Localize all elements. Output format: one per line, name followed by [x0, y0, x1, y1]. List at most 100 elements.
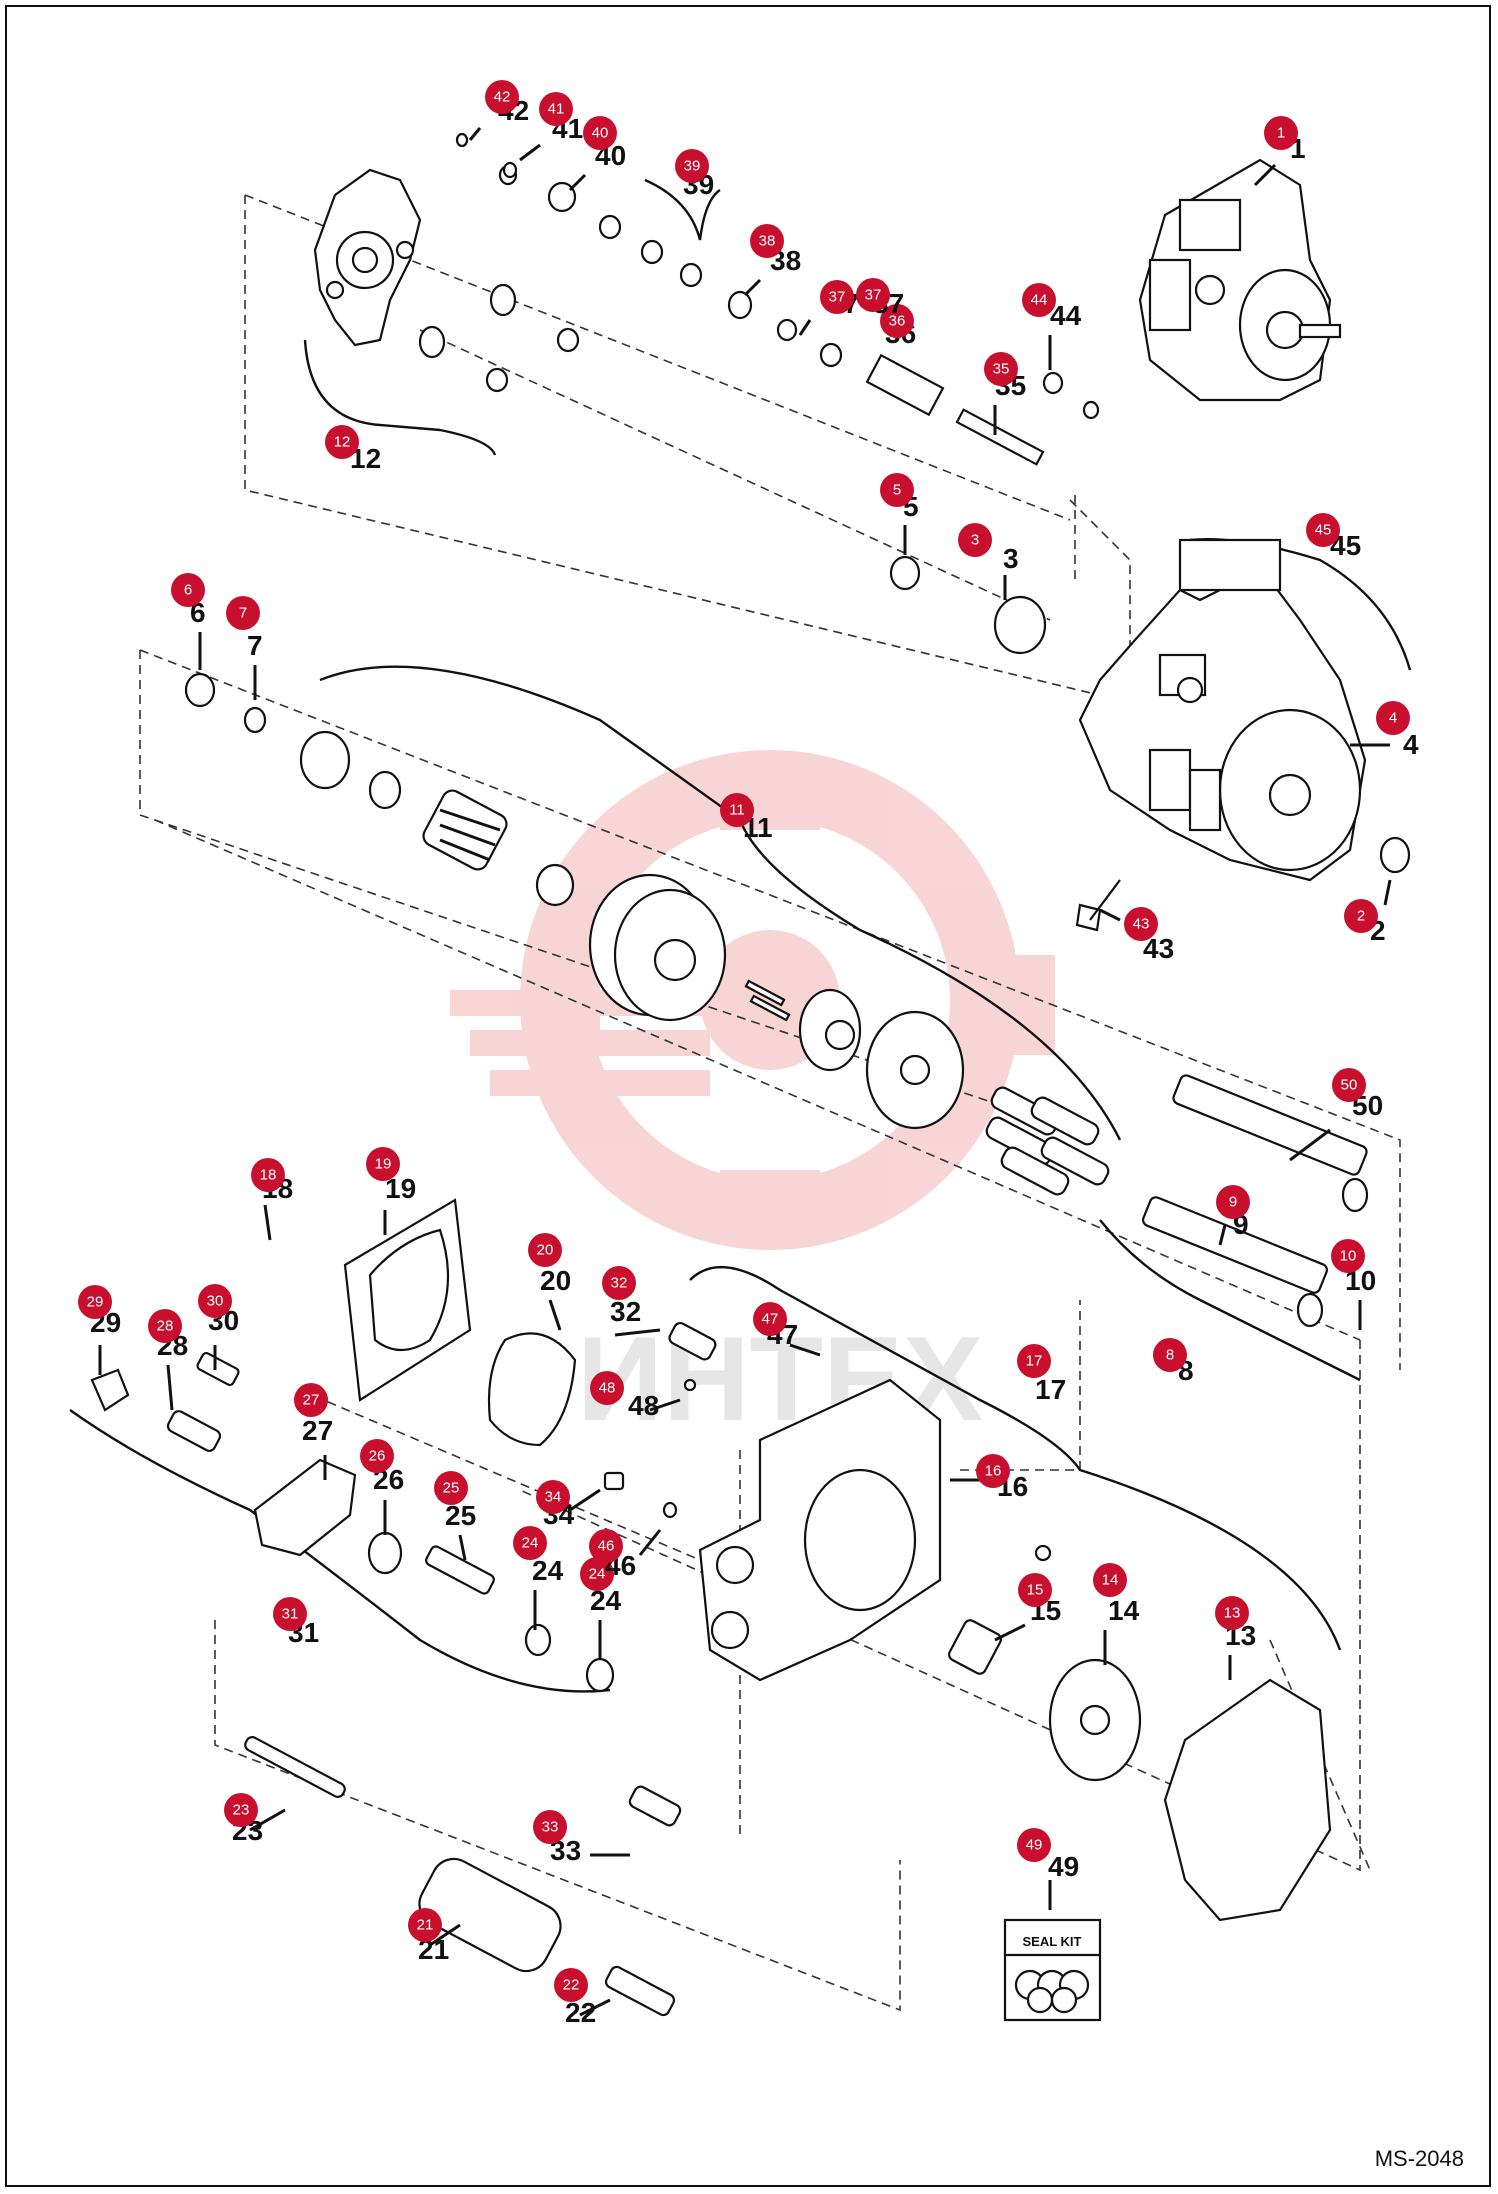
callout-badge-50[interactable] — [1332, 1068, 1366, 1102]
bearing — [948, 1619, 1002, 1675]
callout-badge-36[interactable] — [880, 304, 914, 338]
callout-badge-19[interactable] — [366, 1147, 400, 1181]
callout-badge-24[interactable] — [580, 1557, 614, 1591]
callout-badge-9[interactable] — [1216, 1185, 1250, 1219]
callout-badge-4[interactable] — [1376, 701, 1410, 735]
callout-badge-6[interactable] — [171, 573, 205, 607]
callout-badge-label-42: 42 — [494, 89, 511, 106]
callout-badge-label-24: 24 — [589, 1566, 606, 1583]
callout-badge-39[interactable] — [675, 149, 709, 183]
callout-number-25: 25 — [445, 1500, 476, 1531]
callout-badge-41[interactable] — [539, 92, 573, 126]
callout-badge-label-30: 30 — [207, 1293, 224, 1310]
callout-badge-30[interactable] — [198, 1284, 232, 1318]
end-plate — [313, 168, 422, 347]
callout-badge-label-10: 10 — [1340, 1248, 1357, 1265]
callout-badge-label-7: 7 — [239, 605, 247, 622]
callout-badge-21[interactable] — [408, 1908, 442, 1942]
callout-badge-label-39: 39 — [684, 158, 701, 175]
mounting-plate — [343, 1198, 472, 1402]
callout-badge-49[interactable] — [1017, 1828, 1051, 1862]
callout-badge-label-1: 1 — [1277, 125, 1285, 142]
pistons — [985, 1086, 1110, 1196]
callout-badge-2[interactable] — [1344, 899, 1378, 933]
callout-badge-17[interactable] — [1017, 1344, 1051, 1378]
callout-badge-47[interactable] — [753, 1302, 787, 1336]
callout-badge-45[interactable] — [1306, 513, 1340, 547]
callout-badge-label-37: 37 — [829, 289, 846, 306]
callout-badge-29[interactable] — [78, 1285, 112, 1319]
callout-badge-20[interactable] — [528, 1233, 562, 1267]
callout-leader-50 — [1289, 1128, 1331, 1162]
callout-badge-24[interactable] — [513, 1526, 547, 1560]
callout-badge-12[interactable] — [325, 425, 359, 459]
callout-badge-26[interactable] — [360, 1439, 394, 1473]
callout-badge-44[interactable] — [1022, 283, 1056, 317]
callout-badge-10[interactable] — [1331, 1239, 1365, 1273]
callout-leader-34 — [569, 1488, 601, 1512]
callout-badge-46[interactable] — [589, 1529, 623, 1563]
callout-badge-label-20: 20 — [537, 1242, 554, 1259]
port-plate — [1048, 1658, 1142, 1782]
seal-kit-box: SEAL KIT — [1003, 1918, 1102, 2022]
callout-badge-label-26: 26 — [369, 1448, 386, 1465]
callout-leader-23 — [249, 1808, 286, 1832]
callout-badge-37[interactable] — [820, 280, 854, 314]
rotating-group — [588, 873, 1110, 1196]
shaft-9 — [1142, 1196, 1328, 1328]
callout-leader-21 — [429, 1923, 461, 1947]
callout-leader-46 — [638, 1529, 662, 1556]
callout-badge-label-21: 21 — [417, 1917, 434, 1934]
callout-leader-22 — [579, 1998, 611, 2017]
callout-badge-label-46: 46 — [598, 1538, 615, 1555]
callout-badge-42[interactable] — [485, 80, 519, 114]
callout-badge-32[interactable] — [602, 1266, 636, 1300]
callout-leader-18 — [263, 1204, 272, 1241]
callout-badge-label-29: 29 — [87, 1294, 104, 1311]
callout-badge-5[interactable] — [880, 473, 914, 507]
callout-badge-7[interactable] — [226, 596, 260, 630]
callout-badge-18[interactable] — [251, 1158, 285, 1192]
callout-badge-16[interactable] — [976, 1454, 1010, 1488]
callout-leader-37 — [798, 319, 812, 336]
callout-badge-label-4: 4 — [1389, 710, 1397, 727]
callout-badge-11[interactable] — [720, 793, 754, 827]
callout-badge-22[interactable] — [554, 1968, 588, 2002]
callout-badge-1[interactable] — [1264, 116, 1298, 150]
callout-badge-43[interactable] — [1124, 907, 1158, 941]
callout-badge-35[interactable] — [984, 352, 1018, 386]
callout-number-44: 44 — [1050, 300, 1082, 331]
callout-badge-38[interactable] — [750, 224, 784, 258]
callout-badge-15[interactable] — [1018, 1573, 1052, 1607]
callout-badge-28[interactable] — [148, 1309, 182, 1343]
callout-badge-14[interactable] — [1093, 1563, 1127, 1597]
callout-badge-label-44: 44 — [1031, 292, 1048, 309]
callout-badge-13[interactable] — [1215, 1596, 1249, 1630]
group-braces — [69, 178, 1412, 1693]
callout-badge-label-38: 38 — [759, 233, 776, 250]
callout-badge-label-37: 37 — [865, 287, 882, 304]
callout-leader-1 — [1253, 163, 1277, 187]
callout-badge-27[interactable] — [294, 1383, 328, 1417]
callout-badge-label-32: 32 — [611, 1275, 628, 1292]
callout-leader-43 — [1099, 908, 1121, 922]
callout-badge-48[interactable] — [590, 1371, 624, 1405]
callout-badge-3[interactable] — [958, 523, 992, 557]
callout-badge-31[interactable] — [273, 1597, 307, 1631]
callout-badge-37[interactable] — [856, 278, 890, 312]
callout-badge-8[interactable] — [1153, 1338, 1187, 1372]
callout-number-20: 20 — [540, 1265, 571, 1296]
callout-badge-label-33: 33 — [542, 1819, 559, 1836]
callout-badge-label-3: 3 — [971, 532, 979, 549]
callout-badge-25[interactable] — [434, 1471, 468, 1505]
callout-badge-33[interactable] — [533, 1810, 567, 1844]
callout-badge-34[interactable] — [536, 1480, 570, 1514]
callout-badge-label-11: 11 — [729, 802, 745, 819]
callout-badge-label-25: 25 — [443, 1480, 460, 1497]
callout-badge-23[interactable] — [224, 1793, 258, 1827]
callout-leader-41 — [519, 143, 541, 162]
diagram-frame — [5, 5, 1491, 2187]
callout-badge-label-18: 18 — [260, 1167, 277, 1184]
callout-badge-40[interactable] — [583, 116, 617, 150]
callout-badge-label-2: 2 — [1357, 908, 1365, 925]
